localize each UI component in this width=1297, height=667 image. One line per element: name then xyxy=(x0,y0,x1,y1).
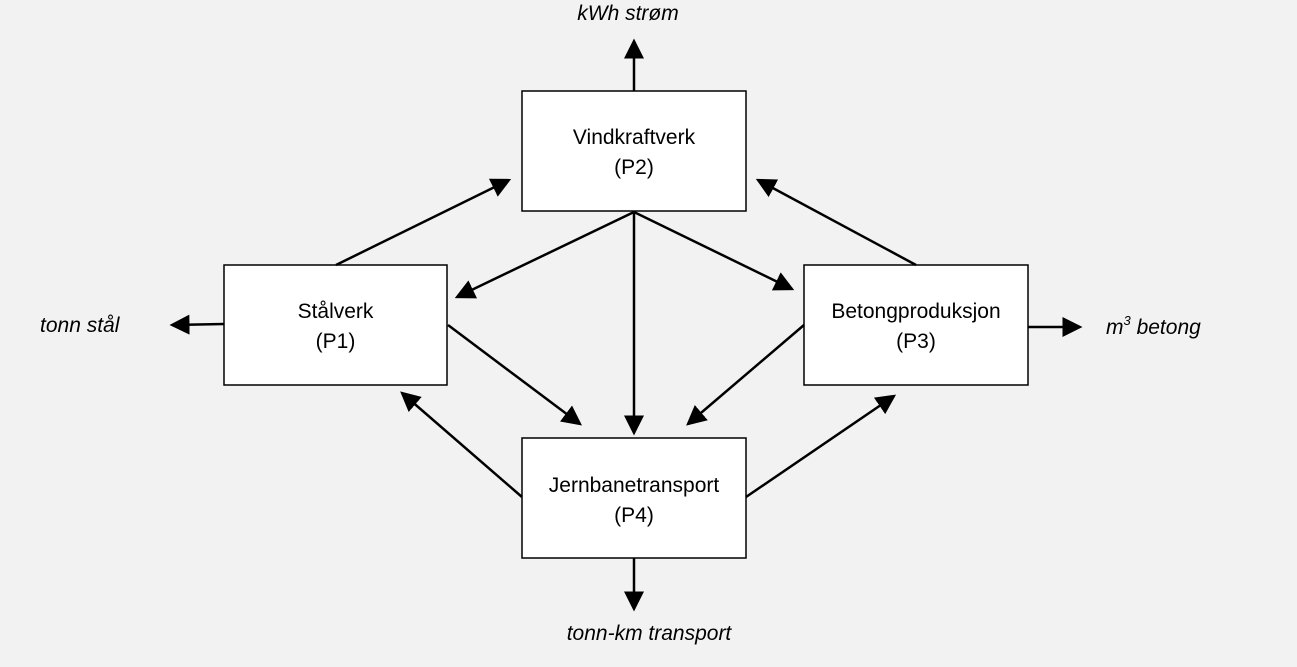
output-label-p1: tonn stål xyxy=(40,314,121,337)
process-box-p1: Stålverk (P1) xyxy=(223,264,448,386)
output-label-p3-unit: m xyxy=(1106,316,1124,339)
process-name-p4: Jernbanetransport xyxy=(549,474,720,497)
flow-arrow-p2-to-p1 xyxy=(454,210,635,299)
process-name-p3: Betongproduksjon xyxy=(831,300,1000,323)
flow-arrow-p1-to-p4 xyxy=(447,324,582,426)
output-arrow-p1 xyxy=(169,314,225,335)
output-label-p3-exponent: 3 xyxy=(1124,313,1132,328)
flow-arrow-p2-to-p3 xyxy=(633,210,795,291)
flow-arrow-p3-to-p2 xyxy=(755,178,917,267)
output-label-p4: tonn-km transport xyxy=(567,622,733,645)
flow-arrow-p3-to-p4 xyxy=(686,324,805,426)
process-name-p1: Stålverk xyxy=(298,300,374,323)
process-code-p3: (P3) xyxy=(896,330,936,353)
process-name-p2: Vindkraftverk xyxy=(573,126,696,149)
process-box-p4: Jernbanetransport (P4) xyxy=(521,437,747,559)
process-box-p2: Vindkraftverk (P2) xyxy=(521,90,747,212)
flow-arrow-p1-to-p2 xyxy=(335,178,512,267)
flow-arrow-p4-to-p3 xyxy=(745,394,897,499)
flow-arrow-p4-to-p1 xyxy=(400,391,523,498)
process-code-p4: (P4) xyxy=(614,504,654,527)
process-code-p2: (P2) xyxy=(614,156,654,179)
output-label-p3-rest: betong xyxy=(1131,316,1201,339)
output-label-p2: kWh strøm xyxy=(577,2,678,25)
process-box-p3: Betongproduksjon (P3) xyxy=(803,264,1029,386)
output-label-p3: m3 betong xyxy=(1106,313,1201,339)
process-code-p1: (P1) xyxy=(316,330,356,353)
